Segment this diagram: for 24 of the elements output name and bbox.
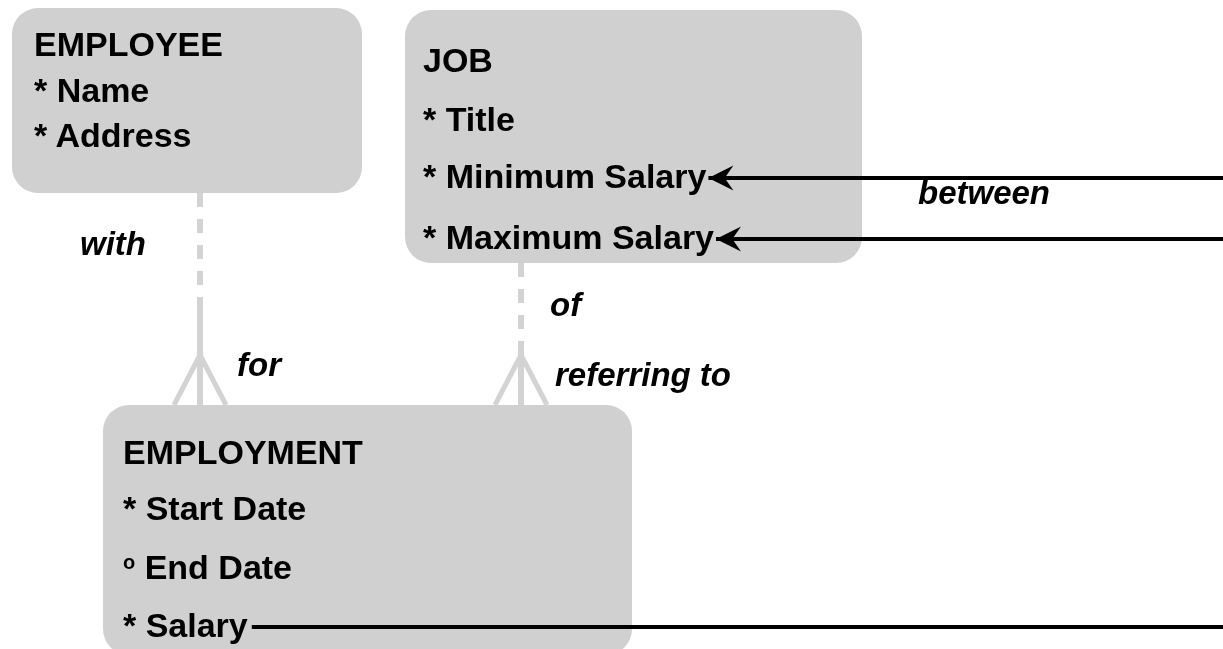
entity-box bbox=[405, 10, 862, 263]
entity-box bbox=[103, 405, 632, 649]
relationship-line bbox=[492, 263, 550, 408]
relationship-label: with bbox=[80, 225, 146, 263]
entity-name: EMPLOYMENT bbox=[123, 432, 363, 472]
connector-line bbox=[251, 625, 1223, 629]
entity-box bbox=[12, 8, 362, 193]
attribute-text: $^{o}$ End Date bbox=[123, 547, 293, 587]
relationship-label: between bbox=[918, 174, 1051, 212]
relationship-label: for bbox=[237, 346, 281, 384]
attribute-text: * Address bbox=[34, 115, 192, 155]
attribute-text: * Start Date bbox=[123, 488, 307, 528]
attribute-text: * Name bbox=[34, 70, 150, 110]
entity-name: EMPLOYEE bbox=[34, 24, 223, 64]
attribute-text: * Maximum Salary bbox=[423, 217, 715, 257]
relationship-line bbox=[171, 193, 229, 408]
arrow bbox=[716, 226, 1223, 252]
entity-name: JOB bbox=[423, 40, 493, 80]
arrow bbox=[708, 165, 1223, 191]
attribute-text: * Title bbox=[423, 99, 515, 139]
relationship-label: of bbox=[550, 286, 582, 324]
relationship-label: referring to bbox=[555, 356, 732, 394]
attribute-text: * Minimum Salary bbox=[423, 156, 707, 196]
attribute-text: * Salary bbox=[123, 605, 248, 645]
